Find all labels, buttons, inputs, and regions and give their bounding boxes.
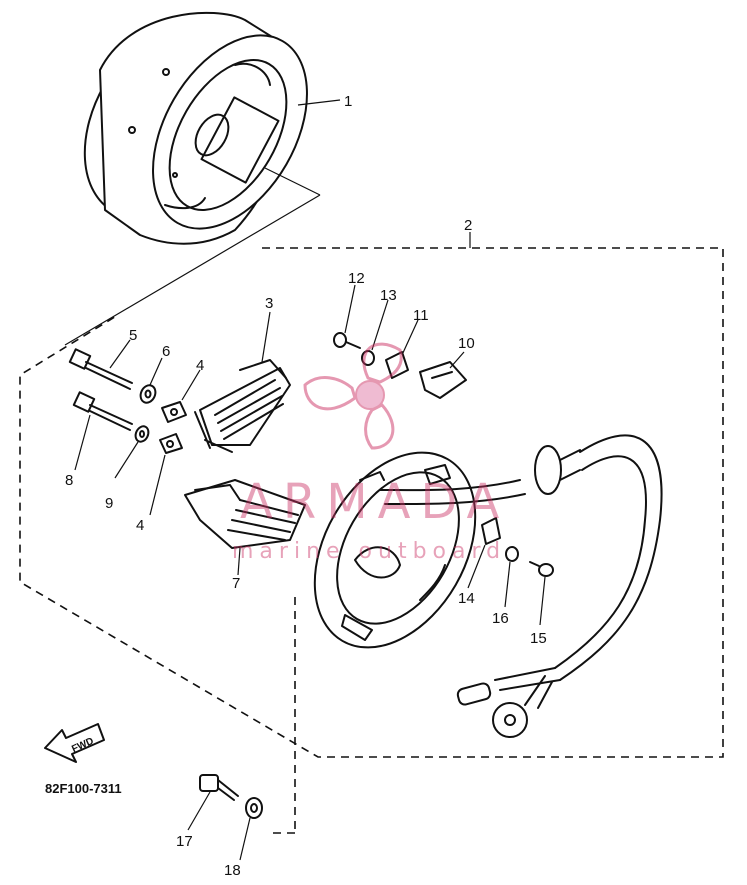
- lighting-coil: [184, 479, 306, 549]
- leader-1: [297, 99, 341, 106]
- callout-11: 11: [413, 307, 429, 324]
- leader-3: [261, 311, 271, 363]
- callout-18: 18: [224, 862, 241, 879]
- leader-11: [401, 319, 419, 356]
- washer-16: [505, 546, 519, 562]
- forward-arrow-icon: FWD: [44, 723, 105, 763]
- washer-4-lower: [159, 433, 183, 454]
- assembly-boundary: [19, 247, 724, 834]
- flywheel-rotor: [83, 11, 308, 245]
- leader-14: [467, 544, 486, 589]
- callout-1: 1: [344, 93, 352, 110]
- leader-8: [74, 414, 91, 471]
- leader-18: [239, 817, 251, 861]
- callout-15: 15: [530, 630, 547, 647]
- callout-9: 9: [105, 495, 113, 512]
- clamp-11: [385, 351, 409, 379]
- part-number-code: 82F100-7311: [45, 781, 122, 796]
- callout-13: 13: [380, 287, 397, 304]
- callout-17: 17: [176, 833, 193, 850]
- callout-8: 8: [65, 472, 73, 489]
- leader-4b: [149, 454, 166, 516]
- leader-9: [114, 441, 139, 479]
- callout-12: 12: [348, 270, 365, 287]
- clamp-14: [481, 517, 501, 545]
- callout-4-upper: 4: [196, 357, 204, 374]
- bolt-5: [68, 348, 133, 390]
- leader-1c: [64, 194, 321, 346]
- washer-18: [245, 797, 263, 819]
- screw-12: [333, 332, 361, 349]
- washer-4-upper: [161, 401, 187, 423]
- leader-15: [539, 576, 546, 626]
- bolt-8: [72, 391, 133, 431]
- callout-2: 2: [464, 217, 472, 234]
- stator-base-plate: [313, 451, 477, 649]
- leader-17: [187, 791, 211, 831]
- callout-5: 5: [129, 327, 137, 344]
- callout-6: 6: [162, 343, 170, 360]
- callout-10: 10: [458, 335, 475, 352]
- callout-3: 3: [265, 295, 273, 312]
- leader-10: [449, 351, 465, 369]
- callout-14: 14: [458, 590, 475, 607]
- leader-5: [109, 339, 131, 369]
- wiring-harness: [379, 434, 663, 738]
- screw-15: [529, 561, 554, 577]
- callout-4-lower: 4: [136, 517, 144, 534]
- leader-16: [504, 561, 511, 608]
- leader-13: [371, 299, 389, 351]
- washer-6: [139, 384, 157, 404]
- watermark-propeller-icon: [303, 342, 403, 450]
- terminal-10: [419, 361, 467, 399]
- charge-coil: [194, 359, 291, 453]
- leader-7: [237, 547, 241, 576]
- watermark-tagline: marine outboard: [232, 539, 506, 564]
- callout-7: 7: [232, 575, 240, 592]
- washer-9: [134, 425, 150, 443]
- leader-6: [149, 357, 163, 386]
- leader-1b: [264, 167, 321, 196]
- watermark-brand: ARMADA: [240, 474, 509, 530]
- leader-4a: [181, 369, 201, 401]
- callout-16: 16: [492, 610, 509, 627]
- bolt-17: [199, 774, 239, 801]
- leader-12: [344, 284, 356, 334]
